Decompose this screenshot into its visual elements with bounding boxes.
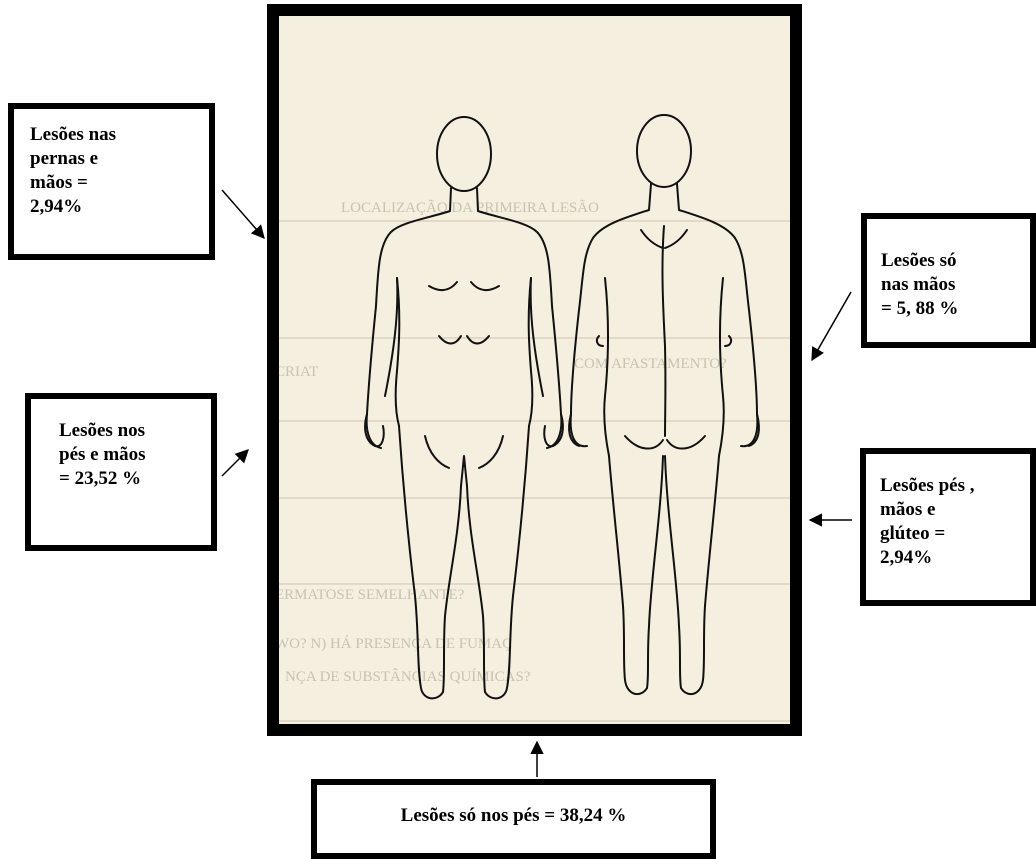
arrow-legs-hands — [222, 190, 264, 238]
arrow-hands-only — [812, 292, 851, 360]
arrow-feet-hands — [222, 450, 248, 476]
